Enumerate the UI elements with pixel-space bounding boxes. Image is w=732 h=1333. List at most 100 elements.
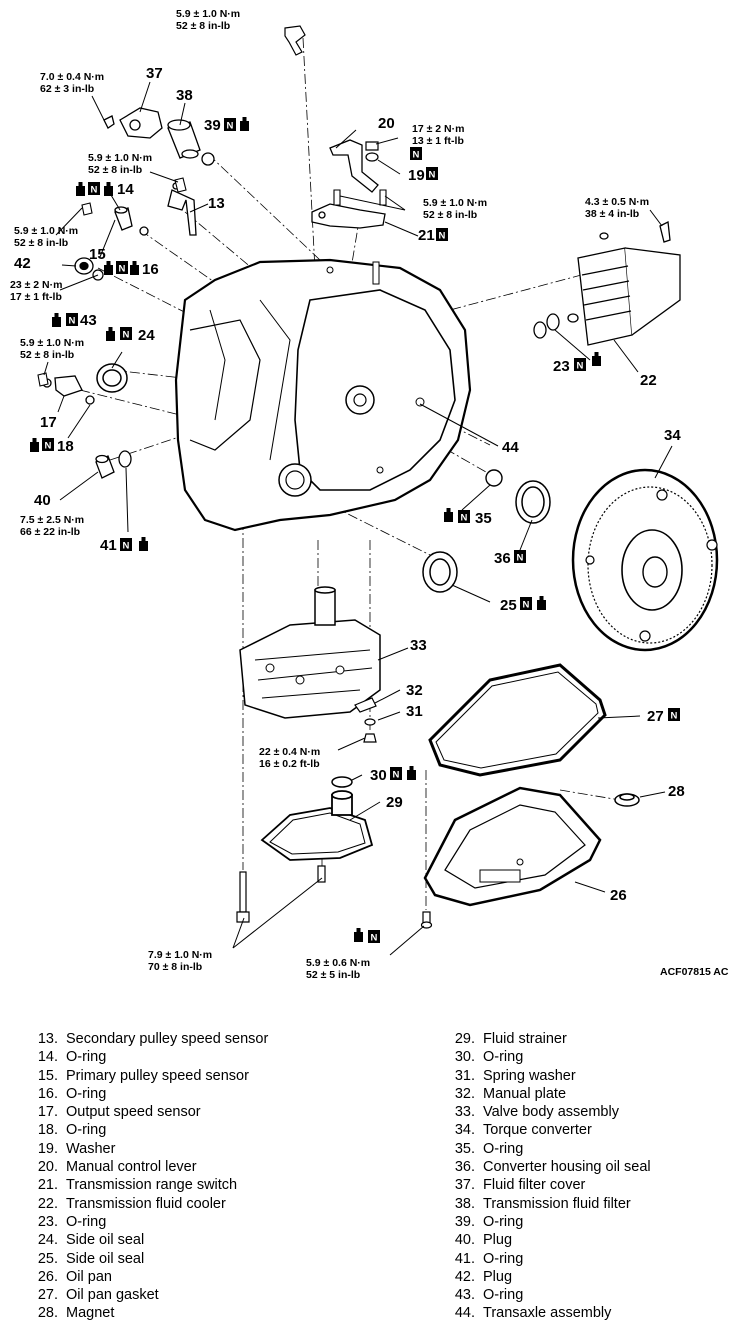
svg-text:N: N bbox=[123, 330, 130, 341]
oil-icon-25 bbox=[537, 596, 546, 610]
oil-icon-16a bbox=[104, 261, 113, 275]
legend-item: 14. O-ring bbox=[30, 1048, 268, 1066]
n-badge-pan-bolt: N bbox=[368, 930, 380, 944]
transmission-fluid-filter bbox=[167, 119, 201, 159]
n-badge-35: N bbox=[458, 510, 470, 524]
legend-item-number: 43. bbox=[454, 1287, 475, 1304]
legend-item-number: 26. bbox=[37, 1268, 58, 1285]
side-oil-seal-24 bbox=[96, 363, 128, 393]
legend-item-number: 18. bbox=[37, 1122, 58, 1139]
torque-spec-range-switch-imp: 52 ± 8 in-lb bbox=[423, 209, 477, 221]
legend-item-label: Washer bbox=[66, 1140, 116, 1157]
legend-item-label: O-ring bbox=[66, 1213, 107, 1230]
legend-item-label: Output speed sensor bbox=[66, 1104, 201, 1121]
legend-item: 20.Manual control lever bbox=[30, 1158, 268, 1176]
oil-icon-14a bbox=[76, 182, 85, 196]
svg-text:N: N bbox=[45, 441, 52, 452]
legend-item-label: Plug bbox=[483, 1232, 513, 1249]
legend-item-label: Transmission range switch bbox=[66, 1177, 238, 1194]
callout-42: 42 bbox=[14, 255, 31, 272]
torque-spec-plug-40: 7.5 ± 2.5 N·m bbox=[20, 514, 84, 526]
valve-body-bolt bbox=[363, 733, 377, 743]
side-oil-seal-25 bbox=[422, 551, 458, 593]
n-badge-41: N bbox=[120, 538, 132, 552]
oil-icon-41 bbox=[139, 537, 148, 551]
legend-item-number: 40. bbox=[454, 1232, 475, 1249]
n-badge-36: N bbox=[514, 550, 526, 564]
torque-spec-plug-42: 23 ± 2 N·m bbox=[10, 279, 62, 291]
n-badge-16: N bbox=[116, 261, 128, 275]
callout-20: 20 bbox=[378, 115, 395, 132]
oil-icon-16b bbox=[130, 261, 139, 275]
torque-spec-oil-pan-imp: 52 ± 5 in-lb bbox=[306, 969, 360, 981]
n-badge-24: N bbox=[120, 327, 132, 341]
legend-item-number: 38. bbox=[454, 1195, 475, 1212]
torque-spec-filter-cover: 7.0 ± 0.4 N·m bbox=[40, 71, 104, 83]
legend-item-label: Side oil seal bbox=[66, 1250, 145, 1267]
legend-item: 37.Fluid filter cover bbox=[447, 1176, 651, 1194]
legend-item: 43.O-ring bbox=[447, 1286, 651, 1304]
torque-spec-valve-body-imp: 16 ± 0.2 ft-lb bbox=[259, 758, 320, 770]
magnet bbox=[614, 793, 640, 807]
legend-item-number: 36. bbox=[454, 1159, 475, 1176]
callout-43: 43 bbox=[80, 312, 97, 329]
legend-item-number: 15. bbox=[37, 1067, 58, 1084]
svg-text:N: N bbox=[69, 316, 76, 327]
legend-item-number: 28. bbox=[37, 1305, 58, 1322]
legend-item-label: Primary pulley speed sensor bbox=[66, 1067, 249, 1084]
svg-text:N: N bbox=[439, 231, 446, 242]
torque-spec-valve-body: 22 ± 0.4 N·m bbox=[259, 746, 320, 758]
callout-41: 41 bbox=[100, 537, 117, 554]
oil-pan-gasket bbox=[428, 663, 607, 777]
callout-34: 34 bbox=[664, 427, 681, 444]
legend-item-label: Transaxle assembly bbox=[483, 1305, 612, 1322]
legend-item-number: 16. bbox=[37, 1085, 58, 1102]
callout-35: 35 bbox=[475, 510, 492, 527]
washer-19 bbox=[365, 141, 379, 162]
legend-item-number: 14. bbox=[37, 1049, 58, 1066]
svg-text:N: N bbox=[91, 185, 98, 196]
legend-item-label: Magnet bbox=[66, 1305, 115, 1322]
legend-item-number: 20. bbox=[37, 1159, 58, 1176]
torque-spec-bracket: 5.9 ± 1.0 N·m bbox=[176, 8, 240, 20]
small-bolts bbox=[37, 177, 387, 387]
callout-27: 27 bbox=[647, 708, 664, 725]
legend-item: 31.Spring washer bbox=[447, 1067, 651, 1085]
oil-icon-24a bbox=[106, 327, 115, 341]
legend-item: 16.O-ring bbox=[30, 1085, 268, 1103]
legend-item-number: 39. bbox=[454, 1213, 475, 1230]
bolt-strainer bbox=[317, 865, 326, 883]
fluid-strainer bbox=[260, 790, 374, 861]
torque-spec-cooler: 4.3 ± 0.5 N·m bbox=[585, 196, 649, 208]
legend-item-label: O-ring bbox=[66, 1049, 107, 1066]
callout-24: 24 bbox=[138, 327, 155, 344]
legend-item-number: 31. bbox=[454, 1067, 475, 1084]
legend-item: 34.Torque converter bbox=[447, 1121, 651, 1139]
legend-item: 18.O-ring bbox=[30, 1121, 268, 1139]
callouts: 37 38 39 14 13 15 42 16 43 24 17 18 40 4… bbox=[14, 65, 685, 904]
torque-spec-lever-nut: 17 ± 2 N·m bbox=[412, 123, 464, 135]
legend-item: 22. Transmission fluid cooler bbox=[30, 1195, 268, 1213]
svg-text:N: N bbox=[671, 711, 678, 722]
torque-spec-plug-40-imp: 66 ± 22 in-lb bbox=[20, 526, 80, 538]
torque-spec-strainer-imp: 70 ± 8 in-lb bbox=[148, 961, 202, 973]
n-badge-30: N bbox=[390, 767, 402, 781]
callout-44: 44 bbox=[502, 439, 519, 456]
legend-item-label: Converter housing oil seal bbox=[483, 1159, 651, 1176]
legend-item-number: 23. bbox=[37, 1213, 58, 1230]
torque-spec-filter-cover-imp: 62 ± 3 in-lb bbox=[40, 83, 94, 95]
legend-item: 24.Side oil seal bbox=[30, 1231, 268, 1249]
legend-item-number: 32. bbox=[454, 1085, 475, 1102]
legend-item-number: 35. bbox=[454, 1140, 475, 1157]
legend-item-number: 27. bbox=[37, 1287, 58, 1304]
primary-pulley-speed-sensor bbox=[114, 206, 149, 236]
legend-item-number: 22. bbox=[37, 1195, 58, 1212]
converter-housing-oil-seal bbox=[515, 480, 551, 524]
legend-item: 40. Plug bbox=[447, 1231, 651, 1249]
n-badge-19: N bbox=[426, 167, 438, 181]
legend-item-label: Transmission fluid cooler bbox=[66, 1195, 226, 1212]
transaxle-case bbox=[174, 258, 472, 532]
svg-text:N: N bbox=[413, 150, 420, 161]
torque-spec-range-switch: 5.9 ± 1.0 N·m bbox=[423, 197, 487, 209]
n-badge-43: N bbox=[66, 313, 78, 327]
